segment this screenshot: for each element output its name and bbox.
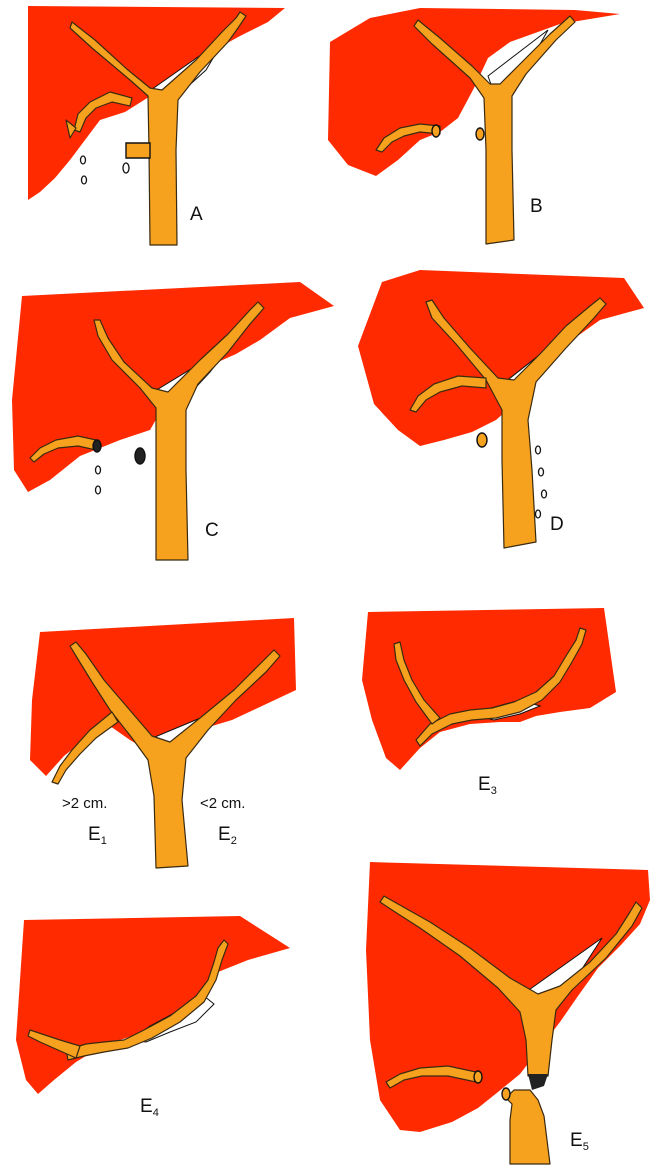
drop-c2 (96, 486, 101, 494)
drop-d4 (536, 510, 541, 518)
drop-a2 (82, 176, 87, 184)
panel-label-e3: E3 (478, 774, 497, 797)
panel-d: D (358, 270, 644, 548)
panel-label-e2: E2 (218, 824, 237, 847)
liver-b (328, 8, 620, 176)
panel-label-c: C (205, 520, 219, 541)
stump-b1 (432, 125, 440, 137)
drop-d1 (536, 446, 541, 454)
panel-label-d: D (550, 514, 564, 535)
measure-left-label: >2 cm. (62, 795, 107, 812)
liver-e3 (362, 608, 616, 770)
panel-a: A (28, 6, 285, 245)
stump-b2 (476, 128, 484, 140)
panel-label-a: A (190, 204, 203, 225)
drop-d2 (539, 468, 544, 476)
stricture-e5 (528, 1074, 548, 1090)
panel-c: C (12, 282, 334, 560)
panel-e3: E3 (362, 608, 616, 797)
panel-e5: E5 (366, 862, 650, 1164)
drop-a3 (123, 163, 129, 173)
liver-e4 (16, 916, 290, 1094)
stump-c2 (135, 448, 145, 464)
panel-b: B (328, 8, 620, 244)
liver-d (358, 270, 644, 446)
panel-label-e5: E5 (570, 1130, 589, 1153)
panel-label-e1: E1 (88, 824, 107, 847)
stump-e5b (502, 1088, 510, 1100)
stump-c1 (93, 440, 101, 452)
stump-e5a (474, 1071, 482, 1083)
panel-label-b: B (530, 196, 543, 217)
stump-d (477, 433, 487, 447)
panel-e4: E4 (16, 916, 290, 1119)
panel-e1-e2: >2 cm. <2 cm. E1 E2 (30, 618, 296, 868)
bile-duct-lower-e5 (506, 1090, 550, 1164)
drop-c1 (96, 466, 101, 474)
panel-label-e4: E4 (140, 1096, 159, 1119)
drop-a1 (81, 156, 86, 164)
measure-right-label: <2 cm. (200, 795, 245, 812)
drop-d3 (542, 490, 547, 498)
stump-a (126, 143, 150, 158)
